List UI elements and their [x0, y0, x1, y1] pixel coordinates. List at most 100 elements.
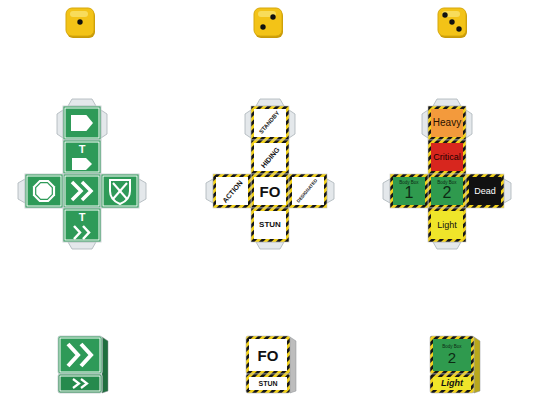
- die-face: [393, 177, 425, 205]
- die-face-label: STANDBY: [254, 109, 286, 137]
- die-body: [66, 8, 94, 36]
- face-text: 1: [405, 185, 414, 201]
- glue-flap: [101, 110, 107, 138]
- die-face-label: Body Box2: [431, 177, 463, 205]
- die-pip: [442, 12, 447, 17]
- die-pip: [456, 26, 461, 31]
- face-text: 2: [448, 350, 456, 365]
- hazard-border: [246, 374, 290, 393]
- die-pip: [77, 19, 82, 24]
- hazard-border: [430, 374, 474, 393]
- face-text: Critical: [433, 153, 461, 162]
- face-text: FO: [260, 184, 281, 199]
- face-text: 2: [443, 185, 452, 201]
- glue-flap: [327, 179, 334, 203]
- chevron-symbol: [81, 379, 87, 388]
- hazard-border: [428, 208, 466, 242]
- hazard-border: [251, 208, 289, 242]
- cube-side: [290, 337, 296, 393]
- glue-flap: [245, 110, 251, 138]
- glue-flap: [68, 99, 96, 106]
- glue-flap: [256, 99, 284, 106]
- die-face-label: Heavy: [431, 109, 463, 137]
- glue-flap: [139, 179, 146, 203]
- face-text: T: [79, 212, 86, 223]
- glue-flap: [433, 99, 461, 106]
- die-face: [25, 174, 63, 208]
- die-face-label: Critical: [431, 143, 463, 171]
- hazard-border: [251, 106, 289, 140]
- die-face-label: T: [65, 209, 99, 226]
- die-face: [63, 140, 101, 174]
- die-face: [254, 143, 286, 171]
- face-border: [65, 142, 99, 172]
- chevron-symbol: [73, 379, 79, 388]
- hazard-border: [428, 106, 466, 140]
- cube-face: [433, 339, 471, 371]
- face-border: [65, 210, 99, 240]
- face-text: FO: [258, 348, 279, 363]
- die-face: [63, 174, 101, 208]
- die-face-label: Light: [433, 377, 471, 390]
- hazard-border: [428, 140, 466, 174]
- die-face: [431, 143, 463, 171]
- die-pip: [449, 19, 454, 24]
- face-text: HIDING: [259, 145, 280, 168]
- die-highlight: [70, 11, 88, 17]
- hazard-border: [430, 336, 474, 374]
- die-body: [438, 8, 466, 36]
- die-face-label: FO: [249, 339, 287, 371]
- die-face: [254, 109, 286, 137]
- hazard-border: [466, 174, 504, 208]
- hazard-border: [289, 174, 327, 208]
- die-face-label: Light: [431, 211, 463, 239]
- cube-face: [249, 377, 287, 390]
- die-face: [292, 177, 324, 205]
- chevron-symbol: [82, 182, 91, 200]
- glue-flap: [68, 242, 96, 249]
- stop-symbol: [33, 180, 55, 202]
- chevron-symbol: [83, 226, 89, 239]
- die-face: [101, 174, 139, 208]
- glue-flap: [289, 110, 295, 138]
- cube-face: [58, 336, 102, 374]
- hazard-border: [428, 174, 466, 208]
- die-face-label: STUN: [254, 211, 286, 239]
- die-highlight: [442, 11, 460, 17]
- chevron-symbol: [74, 226, 80, 239]
- hazard-border: [213, 174, 251, 208]
- face-text: T: [79, 144, 86, 155]
- chevron-symbol: [72, 182, 81, 200]
- face-text: ACTION: [221, 178, 244, 203]
- die-face: [216, 177, 248, 205]
- die-face-label: HIDING: [254, 143, 286, 171]
- die-face: [63, 208, 101, 242]
- glue-flap: [422, 110, 428, 138]
- die-face-label: Dead: [469, 177, 501, 205]
- face-text: STANDBY: [259, 110, 281, 135]
- cube-face: [58, 374, 102, 393]
- face-text: Light: [437, 221, 457, 230]
- die-face: [63, 106, 101, 140]
- face-text: STUN: [259, 221, 281, 229]
- hazard-border: [390, 174, 428, 208]
- cube-face: [433, 377, 471, 390]
- arrow-symbol: [72, 158, 92, 170]
- hazard-border: [251, 140, 289, 174]
- die-pip: [270, 14, 275, 19]
- glue-flap: [383, 179, 390, 203]
- face-border: [103, 176, 137, 206]
- glue-flap: [57, 110, 63, 138]
- die-pip: [260, 24, 265, 29]
- stop-symbol-inner: [36, 183, 53, 200]
- shield-symbol: [110, 180, 130, 204]
- face-border: [65, 108, 99, 138]
- die-body: [254, 8, 282, 36]
- arrow-symbol: [71, 115, 93, 131]
- face-text: Heavy: [433, 118, 461, 128]
- die-face-label: DESIGNATED: [292, 177, 324, 205]
- cross-symbol: [113, 183, 127, 199]
- glue-flap: [466, 110, 472, 138]
- glue-flap: [433, 242, 461, 249]
- glue-flap: [206, 179, 213, 203]
